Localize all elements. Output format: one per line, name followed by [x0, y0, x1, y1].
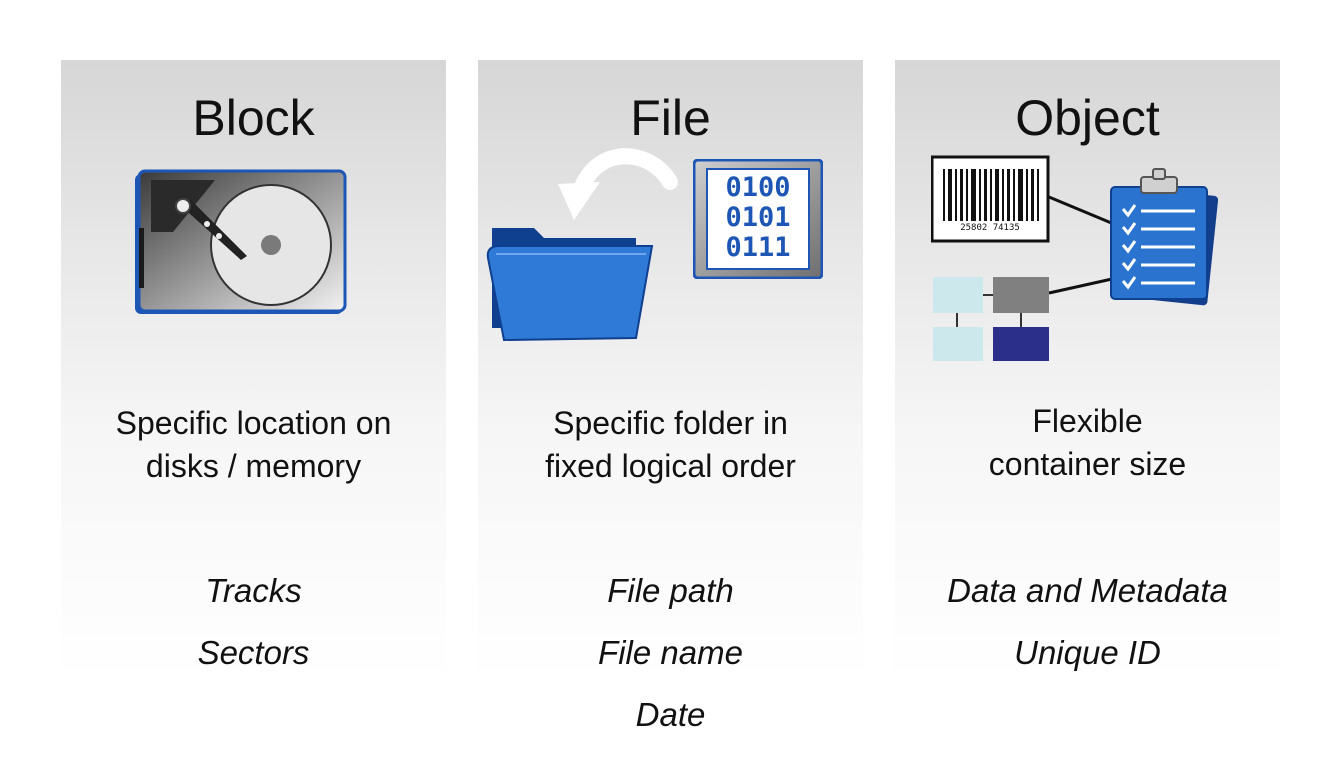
block-attribute: Sectors: [197, 634, 310, 671]
block-title: Block: [192, 90, 315, 146]
folder-icon: [486, 228, 654, 342]
object-title: Object: [1015, 90, 1160, 146]
object-attribute: Unique ID: [1014, 634, 1161, 671]
file-title: File: [630, 90, 711, 146]
binary-line: 0111: [725, 232, 791, 263]
curved-arrow-icon: [558, 148, 678, 220]
file-description-line: fixed logical order: [545, 448, 796, 484]
block-column: Block Specific location on disks / memor…: [61, 60, 446, 680]
file-description: Specific folder in fixed logical order: [438, 402, 903, 488]
file-column: File 0100 0101 0111 Specific folder in: [478, 60, 863, 733]
hard-disk-icon: [135, 169, 347, 314]
binary-data-icon: 0100 0101 0111: [693, 159, 823, 279]
block-description-line: Specific location on: [115, 405, 392, 441]
binary-line: 0101: [725, 202, 791, 233]
object-description-line: Flexible: [1032, 403, 1143, 439]
object-attribute: Data and Metadata: [947, 572, 1228, 609]
block-attribute: Tracks: [205, 572, 302, 609]
binary-line: 0100: [725, 172, 791, 203]
barcode-number: 25802 74135: [960, 223, 1020, 233]
file-attribute: File path: [607, 572, 734, 609]
object-description: Flexible container size: [855, 400, 1320, 486]
object-column: Object: [895, 60, 1280, 680]
object-description-line: container size: [988, 446, 1187, 482]
block-attributes: Tracks Sectors: [31, 570, 476, 694]
block-description: Specific location on disks / memory: [21, 402, 486, 488]
file-attribute: File name: [598, 634, 743, 671]
file-attributes: File path File name Date: [448, 570, 893, 756]
file-description-line: Specific folder in: [553, 405, 788, 441]
file-attribute: Date: [635, 696, 706, 733]
object-attributes: Data and Metadata Unique ID: [865, 570, 1310, 694]
block-description-line: disks / memory: [145, 448, 362, 484]
barcode-clipboard-icon: 25802 74135: [931, 155, 1221, 365]
